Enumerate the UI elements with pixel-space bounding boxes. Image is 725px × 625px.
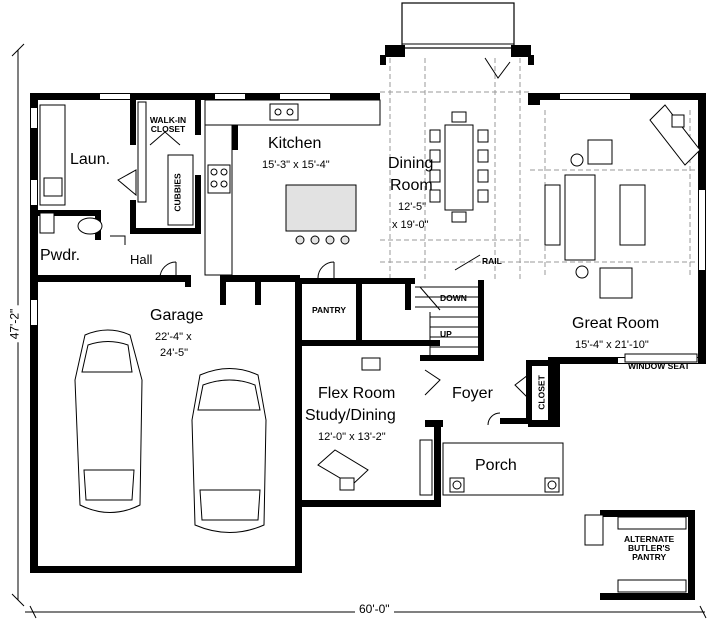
bay-window (380, 2, 534, 65)
laundry-powder-fixtures (39, 101, 194, 235)
dining-label-line1: Dining (388, 155, 434, 172)
dining-dimensions-line1: 12'-5" (398, 201, 427, 213)
kitchen-dimensions: 15'-3" x 15'-4" (262, 159, 330, 171)
dining-label-line2: Room (390, 177, 433, 194)
dining-dimensions-line2: x 19'-0" (392, 219, 429, 231)
great-room-label: Great Room (572, 315, 660, 332)
great-room-dimensions: 15'-4" x 21'-10" (575, 339, 649, 351)
garage-dimensions-line1: 22'-4" x (155, 331, 192, 343)
garage-dimensions-line2: 24'-5" (160, 347, 189, 359)
alternate-butlers-pantry-label: ALTERNATE BUTLER'S PANTRY (624, 534, 675, 562)
overall-width-label: 60'-0" (355, 603, 394, 615)
flex-room-label-line1: Flex Room (318, 385, 396, 402)
foyer-label: Foyer (452, 385, 493, 402)
cubbies-label: CUBBIES (172, 173, 183, 212)
stairs-up-label: UP (440, 329, 452, 339)
pantry-label: PANTRY (312, 305, 346, 315)
garage-cars (74, 329, 267, 533)
rail-label: RAIL (482, 256, 502, 266)
overall-depth-label: 47'-2" (7, 305, 21, 343)
porch (442, 442, 564, 496)
flex-desk (317, 357, 433, 496)
garage-label: Garage (150, 307, 204, 324)
stairs (415, 254, 481, 355)
kitchen-label: Kitchen (268, 135, 322, 152)
kitchen-fixtures (204, 99, 381, 276)
powder-label: Pwdr. (40, 247, 81, 264)
laundry-label: Laun. (70, 151, 111, 168)
dining-table (429, 111, 489, 223)
flex-room-label-line2: Study/Dining (305, 407, 396, 424)
walkin-closet-label: WALK-IN CLOSET (149, 115, 187, 134)
great-room-furniture (544, 104, 701, 363)
closet-label: CLOSET (536, 375, 547, 410)
window-seat-label: WINDOW SEAT (628, 361, 690, 371)
porch-label: Porch (475, 457, 517, 474)
hall-label: Hall (130, 252, 153, 267)
interior-walls (38, 100, 556, 427)
alt-pantry-inset (584, 510, 695, 600)
door-swings (110, 57, 529, 426)
flex-room-dimensions: 12'-0" x 13'-2" (318, 431, 386, 443)
stairs-down-label: DOWN (440, 293, 467, 303)
